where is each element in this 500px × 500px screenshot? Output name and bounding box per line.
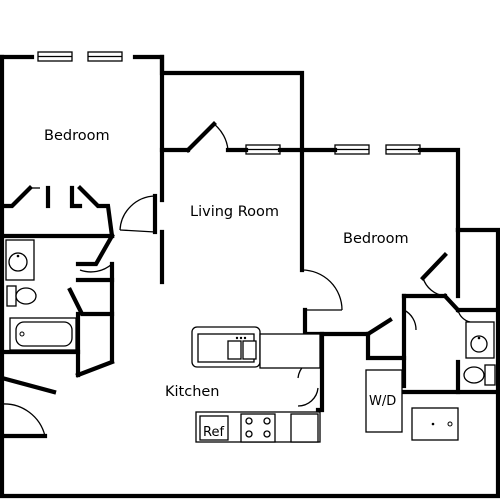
exterior-walls [0,54,500,499]
bath-right-fixtures [411,321,496,441]
label-refrigerator: Ref [203,425,224,440]
label-living-room: Living Room [190,204,279,220]
sink-basin-1 [227,340,242,360]
bath-left-fixtures [5,239,77,351]
toilet-tank [6,285,17,307]
label-bedroom-right: Bedroom [343,231,409,247]
room-labels: Bedroom Living Room Bedroom Kitchen W/D … [44,128,409,440]
doors [1,121,471,437]
sink-icon-right [470,335,488,353]
label-kitchen: Kitchen [165,384,220,400]
toilet-icon-right [463,366,485,384]
sink-basin-2 [242,340,257,360]
dishwasher [290,413,319,443]
refrigerator-box [199,415,229,441]
label-bedroom-left: Bedroom [44,128,110,144]
kitchen-counter-upper [259,333,321,369]
stove-icon [240,413,276,443]
sink-icon [8,252,28,272]
laundry-fixtures [365,369,403,433]
toilet-tank-right [484,364,496,386]
washer-dryer [365,369,403,433]
toilet-icon [15,287,37,305]
interior-walls [0,54,500,413]
label-laundry: W/D [369,394,396,409]
kitchen-fixtures [191,326,321,443]
